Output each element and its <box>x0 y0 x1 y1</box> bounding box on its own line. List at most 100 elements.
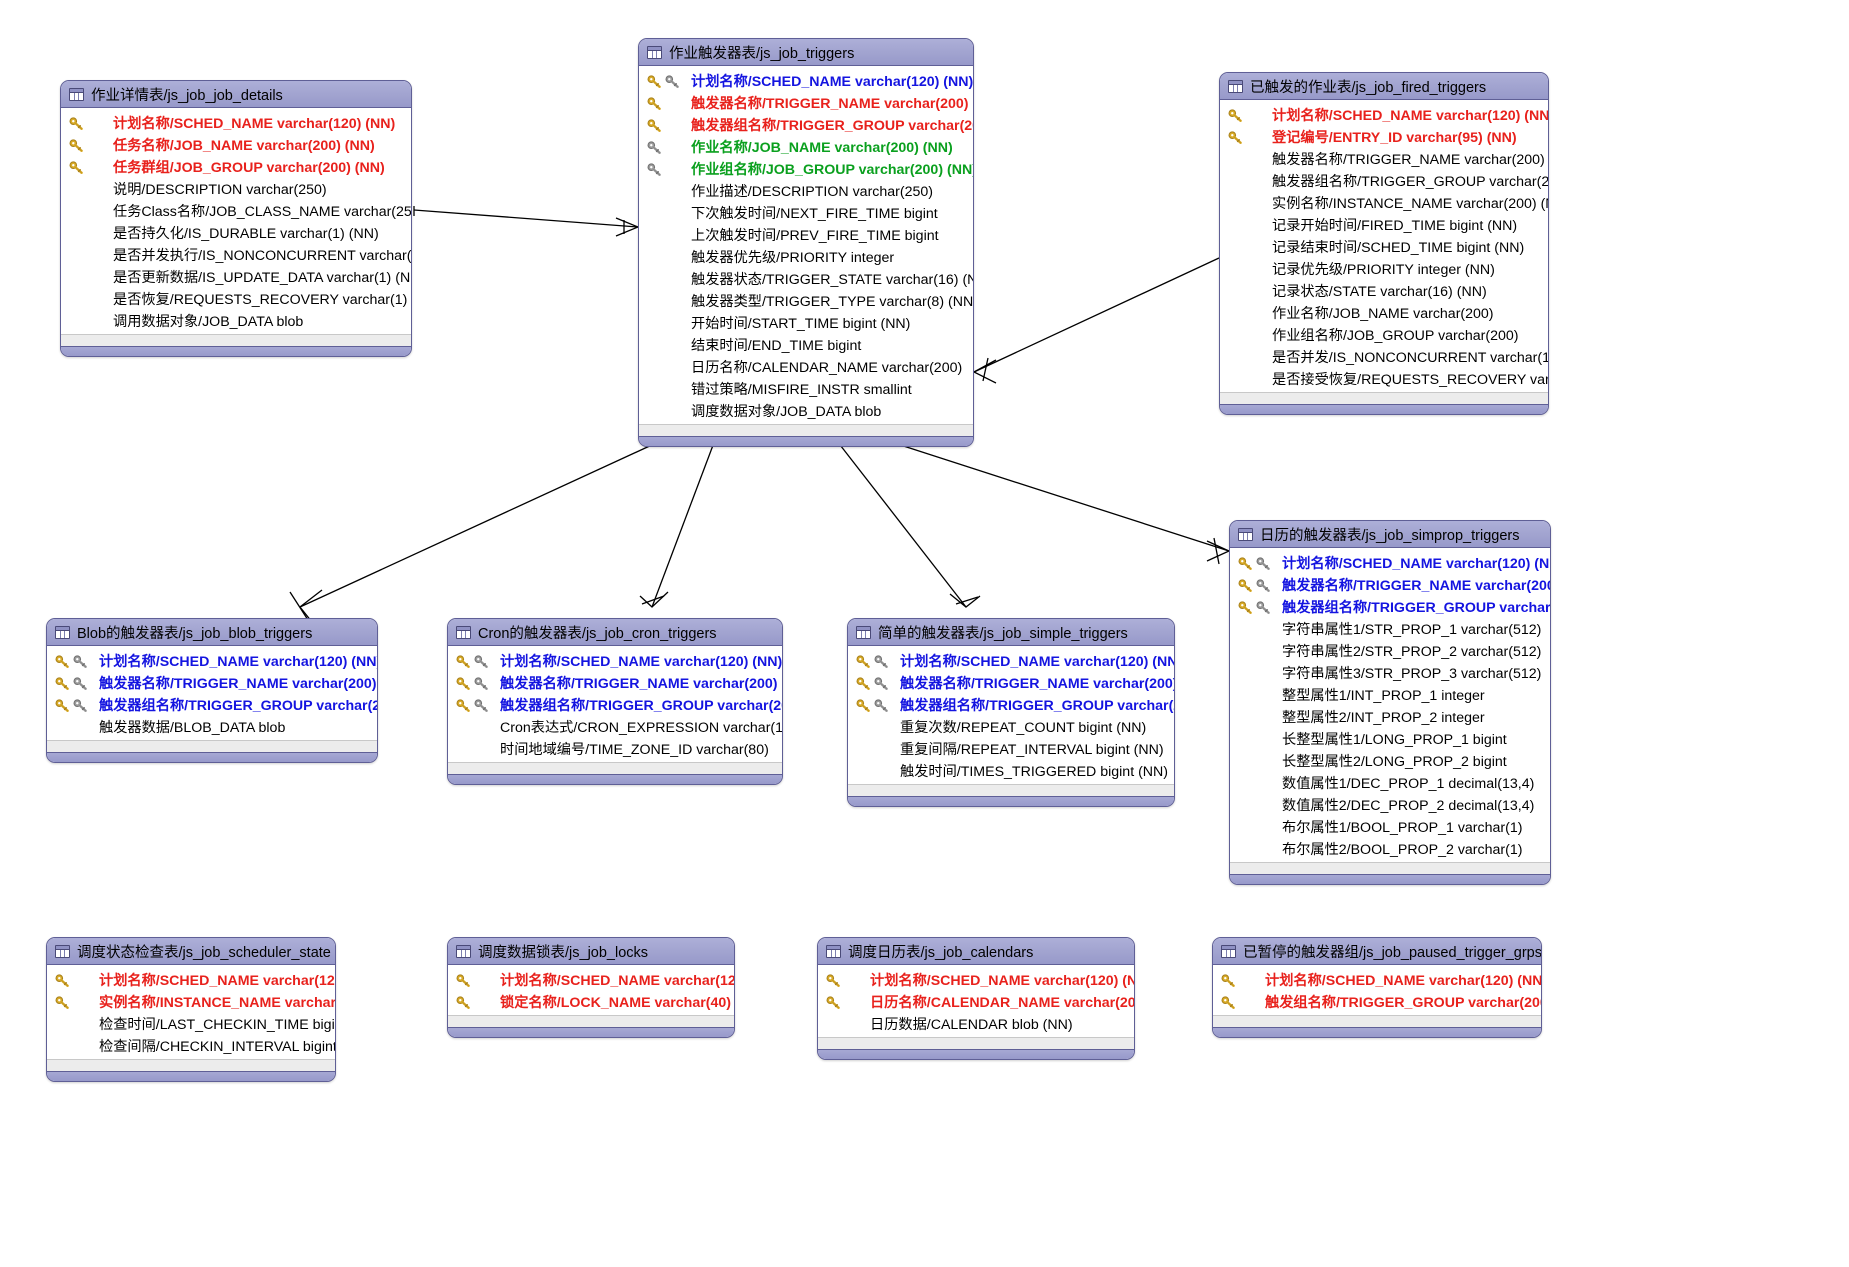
entity-field[interactable]: 触发器数据/BLOB_DATA blob <box>47 716 377 738</box>
entity-field[interactable]: 字符串属性3/STR_PROP_3 varchar(512) <box>1230 662 1550 684</box>
entity-field[interactable]: 数值属性1/DEC_PROP_1 decimal(13,4) <box>1230 772 1550 794</box>
entity-field[interactable]: 是否持久化/IS_DURABLE varchar(1) (NN) <box>61 222 411 244</box>
entity-field[interactable]: 是否并发执行/IS_NONCONCURRENT varchar(1) (NN) <box>61 244 411 266</box>
entity-field[interactable]: 计划名称/SCHED_NAME varchar(120) (NN) <box>47 969 335 991</box>
entity-field[interactable]: 是否并发/IS_NONCONCURRENT varchar(1) <box>1220 346 1548 368</box>
entity-field[interactable]: 作业名称/JOB_NAME varchar(200) <box>1220 302 1548 324</box>
entity-field[interactable]: 记录状态/STATE varchar(16) (NN) <box>1220 280 1548 302</box>
entity-field[interactable]: 字符串属性2/STR_PROP_2 varchar(512) <box>1230 640 1550 662</box>
entity-field[interactable]: 计划名称/SCHED_NAME varchar(120) (NN) <box>639 70 973 92</box>
entity-field[interactable]: 重复次数/REPEAT_COUNT bigint (NN) <box>848 716 1174 738</box>
entity-field[interactable]: 任务名称/JOB_NAME varchar(200) (NN) <box>61 134 411 156</box>
entity-field[interactable]: 长整型属性2/LONG_PROP_2 bigint <box>1230 750 1550 772</box>
entity-field[interactable]: 触发器类型/TRIGGER_TYPE varchar(8) (NN) <box>639 290 973 312</box>
entity-header-blob_triggers[interactable]: Blob的触发器表/js_job_blob_triggers <box>47 619 377 646</box>
entity-calendars[interactable]: 调度日历表/js_job_calendars 计划名称/SCHED_NAME va… <box>817 937 1135 1060</box>
entity-field[interactable]: 日历名称/CALENDAR_NAME varchar(200) (NN) <box>818 991 1134 1013</box>
entity-field[interactable]: 是否恢复/REQUESTS_RECOVERY varchar(1) (NN) <box>61 288 411 310</box>
entity-header-cron_triggers[interactable]: Cron的触发器表/js_job_cron_triggers <box>448 619 782 646</box>
entity-field[interactable]: 触发器名称/TRIGGER_NAME varchar(200) (NN) <box>47 672 377 694</box>
entity-field[interactable]: 计划名称/SCHED_NAME varchar(120) (NN) <box>818 969 1134 991</box>
entity-field[interactable]: 任务群组/JOB_GROUP varchar(200) (NN) <box>61 156 411 178</box>
entity-field[interactable]: 长整型属性1/LONG_PROP_1 bigint <box>1230 728 1550 750</box>
entity-field[interactable]: 调用数据对象/JOB_DATA blob <box>61 310 411 332</box>
entity-header-triggers[interactable]: 作业触发器表/js_job_triggers <box>639 39 973 66</box>
entity-field[interactable]: 错过策略/MISFIRE_INSTR smallint <box>639 378 973 400</box>
entity-field[interactable]: 日历数据/CALENDAR blob (NN) <box>818 1013 1134 1035</box>
entity-simple_triggers[interactable]: 简单的触发器表/js_job_simple_triggers 计划名称/SCHED… <box>847 618 1175 807</box>
entity-field[interactable]: 锁定名称/LOCK_NAME varchar(40) (NN) <box>448 991 734 1013</box>
entity-header-fired_triggers[interactable]: 已触发的作业表/js_job_fired_triggers <box>1220 73 1548 100</box>
entity-cron_triggers[interactable]: Cron的触发器表/js_job_cron_triggers 计划名称/SCHED… <box>447 618 783 785</box>
entity-field[interactable]: 任务Class名称/JOB_CLASS_NAME varchar(250) (N… <box>61 200 411 222</box>
entity-field[interactable]: 检查间隔/CHECKIN_INTERVAL bigint (NN) <box>47 1035 335 1057</box>
entity-field[interactable]: 作业描述/DESCRIPTION varchar(250) <box>639 180 973 202</box>
entity-field[interactable]: 数值属性2/DEC_PROP_2 decimal(13,4) <box>1230 794 1550 816</box>
entity-field[interactable]: 触发时间/TIMES_TRIGGERED bigint (NN) <box>848 760 1174 782</box>
entity-field[interactable]: 字符串属性1/STR_PROP_1 varchar(512) <box>1230 618 1550 640</box>
entity-field[interactable]: 触发器优先级/PRIORITY integer <box>639 246 973 268</box>
entity-field[interactable]: 作业名称/JOB_NAME varchar(200) (NN) <box>639 136 973 158</box>
entity-field[interactable]: 触发器组名称/TRIGGER_GROUP varchar(200) (NN) <box>47 694 377 716</box>
entity-field[interactable]: 触发器组名称/TRIGGER_GROUP varchar(200) (NN) <box>848 694 1174 716</box>
entity-field[interactable]: 作业组名称/JOB_GROUP varchar(200) <box>1220 324 1548 346</box>
entity-field[interactable]: 记录结束时间/SCHED_TIME bigint (NN) <box>1220 236 1548 258</box>
entity-job_details[interactable]: 作业详情表/js_job_job_details 计划名称/SCHED_NAME … <box>60 80 412 357</box>
entity-field[interactable]: 触发器名称/TRIGGER_NAME varchar(200) (NN) <box>1220 148 1548 170</box>
entity-field[interactable]: 下次触发时间/NEXT_FIRE_TIME bigint <box>639 202 973 224</box>
entity-field[interactable]: 计划名称/SCHED_NAME varchar(120) (NN) <box>1230 552 1550 574</box>
entity-header-paused_trigger_grps[interactable]: 已暂停的触发器组/js_job_paused_trigger_grps <box>1213 938 1541 965</box>
entity-field[interactable]: 布尔属性1/BOOL_PROP_1 varchar(1) <box>1230 816 1550 838</box>
entity-header-job_details[interactable]: 作业详情表/js_job_job_details <box>61 81 411 108</box>
entity-scheduler_state[interactable]: 调度状态检查表/js_job_scheduler_state 计划名称/SCHED… <box>46 937 336 1082</box>
entity-field[interactable]: 布尔属性2/BOOL_PROP_2 varchar(1) <box>1230 838 1550 860</box>
entity-field[interactable]: 上次触发时间/PREV_FIRE_TIME bigint <box>639 224 973 246</box>
entity-paused_trigger_grps[interactable]: 已暂停的触发器组/js_job_paused_trigger_grps 计划名称/… <box>1212 937 1542 1038</box>
entity-field[interactable]: 记录开始时间/FIRED_TIME bigint (NN) <box>1220 214 1548 236</box>
entity-field[interactable]: 计划名称/SCHED_NAME varchar(120) (NN) <box>61 112 411 134</box>
entity-field[interactable]: 作业组名称/JOB_GROUP varchar(200) (NN) <box>639 158 973 180</box>
entity-field[interactable]: 实例名称/INSTANCE_NAME varchar(200) (NN) <box>47 991 335 1013</box>
entity-field[interactable]: 触发器名称/TRIGGER_NAME varchar(200) (NN) <box>1230 574 1550 596</box>
entity-field[interactable]: 触发器组名称/TRIGGER_GROUP varchar(200) (NN) <box>448 694 782 716</box>
entity-field[interactable]: 触发器名称/TRIGGER_NAME varchar(200) (NN) <box>639 92 973 114</box>
entity-header-simprop_triggers[interactable]: 日历的触发器表/js_job_simprop_triggers <box>1230 521 1550 548</box>
entity-field[interactable]: 结束时间/END_TIME bigint <box>639 334 973 356</box>
entity-field[interactable]: 说明/DESCRIPTION varchar(250) <box>61 178 411 200</box>
entity-fired_triggers[interactable]: 已触发的作业表/js_job_fired_triggers 计划名称/SCHED_… <box>1219 72 1549 415</box>
entity-field[interactable]: 检查时间/LAST_CHECKIN_TIME bigint (NN) <box>47 1013 335 1035</box>
entity-field[interactable]: 开始时间/START_TIME bigint (NN) <box>639 312 973 334</box>
entity-field[interactable]: 触发器组名称/TRIGGER_GROUP varchar(200) (NN) <box>1230 596 1550 618</box>
entity-field[interactable]: 触发器名称/TRIGGER_NAME varchar(200) (NN) <box>448 672 782 694</box>
entity-field[interactable]: 计划名称/SCHED_NAME varchar(120) (NN) <box>1213 969 1541 991</box>
entity-field[interactable]: 触发器组名称/TRIGGER_GROUP varchar(200) (NN) <box>1220 170 1548 192</box>
entity-field[interactable]: 触发组名称/TRIGGER_GROUP varchar(200) (NN) <box>1213 991 1541 1013</box>
entity-field[interactable]: 重复间隔/REPEAT_INTERVAL bigint (NN) <box>848 738 1174 760</box>
entity-field[interactable]: 计划名称/SCHED_NAME varchar(120) (NN) <box>848 650 1174 672</box>
entity-field[interactable]: 计划名称/SCHED_NAME varchar(120) (NN) <box>47 650 377 672</box>
entity-blob_triggers[interactable]: Blob的触发器表/js_job_blob_triggers 计划名称/SCHED… <box>46 618 378 763</box>
entity-simprop_triggers[interactable]: 日历的触发器表/js_job_simprop_triggers 计划名称/SCHE… <box>1229 520 1551 885</box>
entity-field[interactable]: 是否更新数据/IS_UPDATE_DATA varchar(1) (NN) <box>61 266 411 288</box>
entity-field[interactable]: 调度数据对象/JOB_DATA blob <box>639 400 973 422</box>
entity-header-simple_triggers[interactable]: 简单的触发器表/js_job_simple_triggers <box>848 619 1174 646</box>
entity-field[interactable]: 触发器组名称/TRIGGER_GROUP varchar(200) (NN) <box>639 114 973 136</box>
entity-header-locks[interactable]: 调度数据锁表/js_job_locks <box>448 938 734 965</box>
entity-field[interactable]: 实例名称/INSTANCE_NAME varchar(200) (NN) <box>1220 192 1548 214</box>
entity-field[interactable]: Cron表达式/CRON_EXPRESSION varchar(120) (NN… <box>448 716 782 738</box>
entity-locks[interactable]: 调度数据锁表/js_job_locks 计划名称/SCHED_NAME varch… <box>447 937 735 1038</box>
entity-header-scheduler_state[interactable]: 调度状态检查表/js_job_scheduler_state <box>47 938 335 965</box>
entity-field[interactable]: 日历名称/CALENDAR_NAME varchar(200) <box>639 356 973 378</box>
entity-field[interactable]: 触发器状态/TRIGGER_STATE varchar(16) (NN) <box>639 268 973 290</box>
entity-field[interactable]: 整型属性2/INT_PROP_2 integer <box>1230 706 1550 728</box>
entity-field[interactable]: 整型属性1/INT_PROP_1 integer <box>1230 684 1550 706</box>
entity-field[interactable]: 触发器名称/TRIGGER_NAME varchar(200) (NN) <box>848 672 1174 694</box>
entity-field[interactable]: 计划名称/SCHED_NAME varchar(120) (NN) <box>1220 104 1548 126</box>
entity-field[interactable]: 计划名称/SCHED_NAME varchar(120) (NN) <box>448 650 782 672</box>
entity-header-calendars[interactable]: 调度日历表/js_job_calendars <box>818 938 1134 965</box>
entity-field[interactable]: 时间地域编号/TIME_ZONE_ID varchar(80) <box>448 738 782 760</box>
entity-field[interactable]: 计划名称/SCHED_NAME varchar(120) (NN) <box>448 969 734 991</box>
entity-triggers[interactable]: 作业触发器表/js_job_triggers 计划名称/SCHED_NAME va… <box>638 38 974 447</box>
entity-field[interactable]: 是否接受恢复/REQUESTS_RECOVERY varchar(1) <box>1220 368 1548 390</box>
entity-field[interactable]: 登记编号/ENTRY_ID varchar(95) (NN) <box>1220 126 1548 148</box>
